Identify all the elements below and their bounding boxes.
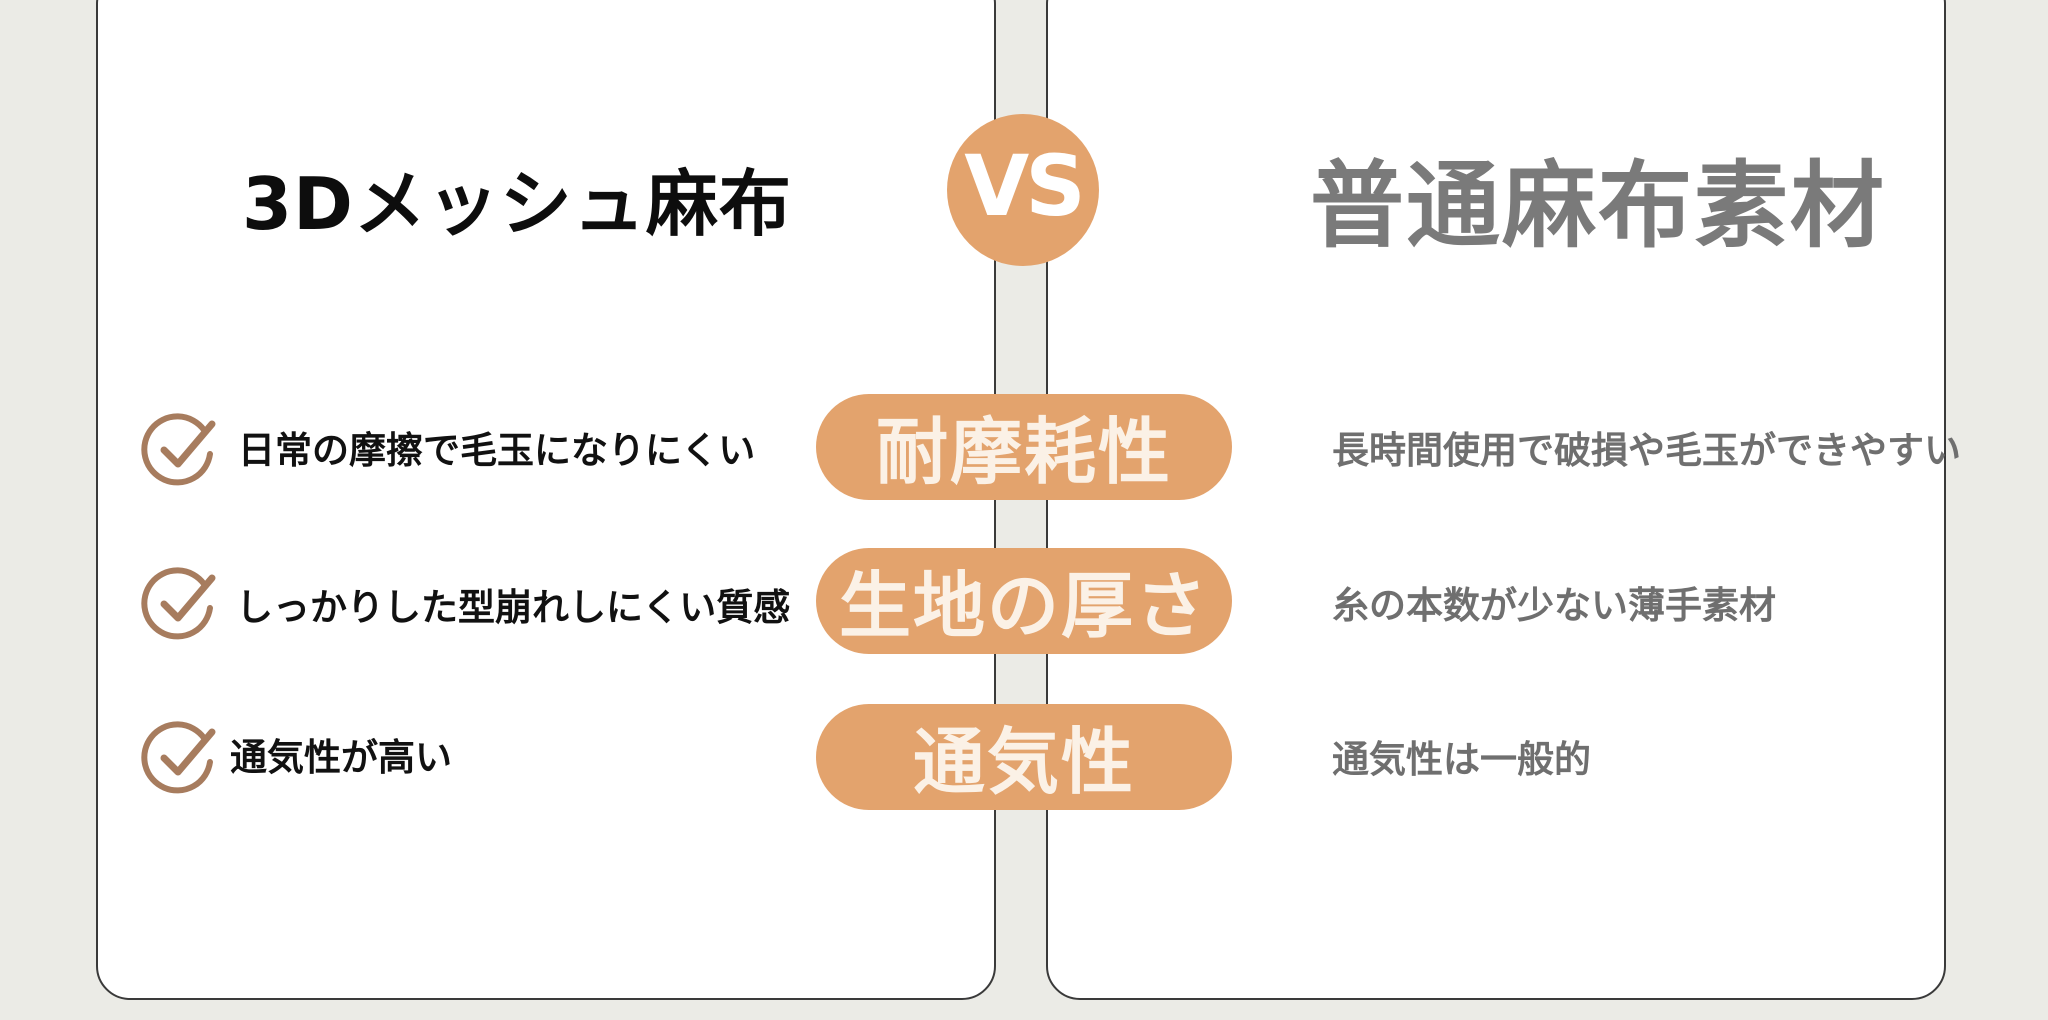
vs-label: VS bbox=[964, 137, 1085, 235]
left-comparison-panel bbox=[96, 0, 996, 1000]
vs-badge: VS bbox=[947, 114, 1099, 266]
criterion-pill-abrasion: 耐摩耗性 bbox=[816, 394, 1232, 500]
criterion-label: 耐摩耗性 bbox=[875, 410, 1172, 494]
criterion-pill-thickness: 生地の厚さ bbox=[816, 548, 1232, 654]
right-comparison-panel bbox=[1046, 0, 1946, 1000]
right-feature-thickness: 糸の本数が少ない薄手素材 bbox=[1332, 584, 1776, 627]
criterion-label: 生地の厚さ bbox=[838, 564, 1209, 648]
left-feature-breathability: 通気性が高い bbox=[230, 736, 452, 779]
check-circle-icon bbox=[141, 567, 216, 640]
right-feature-breathability: 通気性は一般的 bbox=[1332, 738, 1591, 781]
criterion-pill-breathability: 通気性 bbox=[816, 704, 1232, 810]
right-feature-abrasion: 長時間使用で破損や毛玉ができやすい bbox=[1332, 429, 1961, 472]
check-circle-icon bbox=[141, 413, 216, 486]
left-feature-abrasion: 日常の摩擦で毛玉になりにくい bbox=[238, 429, 756, 472]
left-title: 3Dメッシュ麻布 bbox=[242, 162, 792, 246]
check-circle-icon bbox=[141, 721, 216, 794]
criterion-label: 通気性 bbox=[912, 720, 1135, 804]
right-title: 普通麻布素材 bbox=[1310, 152, 1887, 261]
left-feature-thickness: しっかりした型崩れしにくい質感 bbox=[236, 586, 791, 629]
